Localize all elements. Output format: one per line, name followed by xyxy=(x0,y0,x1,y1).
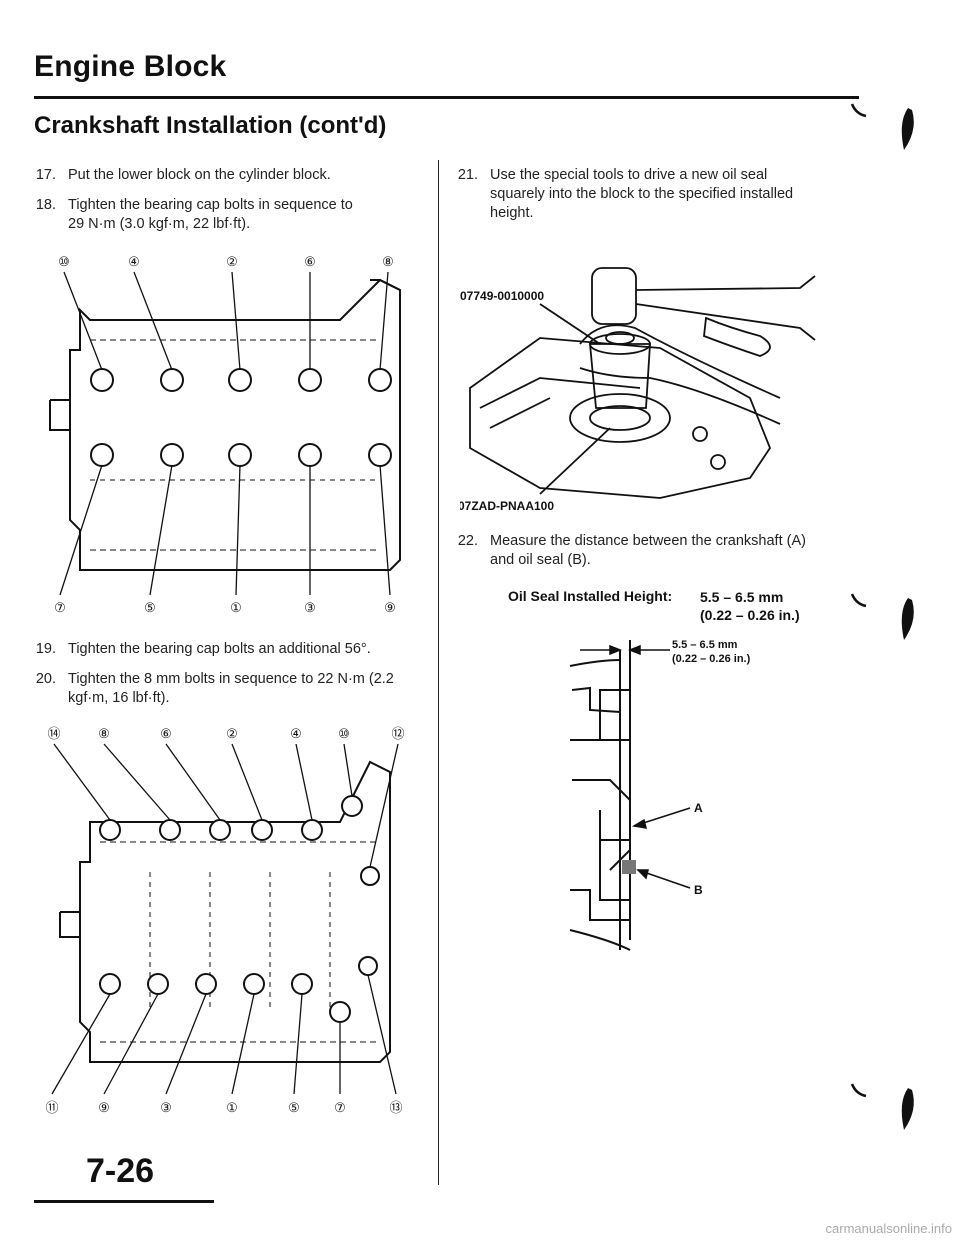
corner-mark-icon xyxy=(850,1083,914,1130)
bolt-number-label: ① xyxy=(230,600,242,615)
bolt-number-label: ① xyxy=(226,1100,238,1115)
page-title: Engine Block xyxy=(34,50,227,83)
bolt-number-label: ⑤ xyxy=(144,600,156,615)
column-divider xyxy=(438,160,439,1185)
bolt-number-label: ⑩ xyxy=(338,726,350,741)
seal-dim-in: (0.22 – 0.26 in.) xyxy=(672,653,751,665)
oil-seal-icon xyxy=(622,860,636,874)
section-subtitle: Crankshaft Installation (cont'd) xyxy=(34,112,387,139)
step-22: 22. Measure the distance between the cra… xyxy=(457,533,806,568)
seal-dim-mm: 5.5 – 6.5 mm xyxy=(672,639,738,651)
bolt-number-label: ④ xyxy=(290,726,302,741)
bolt-number-label: ③ xyxy=(304,600,316,615)
step-19: 19. Tighten the bearing cap bolts an add… xyxy=(35,641,371,657)
bearing-cap-bolt-sequence-diagram: ⑩ ④ ② ⑥ ⑧ ⑦ ⑤ ① ③ ⑨ xyxy=(49,254,401,615)
footer-url: carmanualsonline.info xyxy=(825,1221,952,1236)
tool-label-driver: 07749-0010000 xyxy=(460,289,544,303)
bolt-number-label: ④ xyxy=(128,254,140,269)
bolt-number-label: ⑧ xyxy=(98,726,110,741)
tool-label-attachment: 07ZAD-PNAA100 xyxy=(460,499,554,513)
step-20: 20. Tighten the 8 mm bolts in sequence t… xyxy=(35,671,394,706)
bolt-number-label: ⑪ xyxy=(45,1100,58,1115)
bolt-number-label: ② xyxy=(226,726,238,741)
bolt-number-label: ⑩ xyxy=(58,254,70,269)
oil-seal-height-diagram: 5.5 – 6.5 mm (0.22 – 0.26 in.) A B xyxy=(569,639,751,951)
oil-seal-driver-illustration: 07749-0010000 07ZAD-PNAA100 xyxy=(460,267,816,513)
spec-value-mm: 5.5 – 6.5 mm xyxy=(700,589,784,605)
eight-mm-bolt-sequence-diagram: ⑭ ⑧ ⑥ ② ④ ⑩ ⑫ ⑪ ⑨ ③ ① ⑤ ⑦ ⑬ xyxy=(45,726,404,1115)
bolt-number-label: ⑬ xyxy=(389,1100,402,1115)
bolt-number-label: ⑥ xyxy=(160,726,172,741)
corner-mark-icon xyxy=(850,103,914,150)
step-17: 17. Put the lower block on the cylinder … xyxy=(35,167,331,183)
spec-value-in: (0.22 – 0.26 in.) xyxy=(700,607,800,623)
bolt-number-label: ⑦ xyxy=(54,600,66,615)
bolt-number-label: ③ xyxy=(160,1100,172,1115)
page-number: 7-26 xyxy=(86,1152,155,1190)
bolt-number-label: ⑨ xyxy=(384,600,396,615)
step-18: 18. Tighten the bearing cap bolts in seq… xyxy=(35,197,353,232)
callout-b: B xyxy=(694,883,703,897)
corner-mark-icon xyxy=(850,593,914,640)
bolt-number-label: ⑫ xyxy=(391,726,404,741)
bolt-number-label: ⑭ xyxy=(47,726,60,741)
bolt-number-label: ⑨ xyxy=(98,1100,110,1115)
callout-a: A xyxy=(694,801,703,815)
bolt-number-label: ⑤ xyxy=(288,1100,300,1115)
footer-rule xyxy=(34,1200,214,1203)
bolt-number-label: ⑥ xyxy=(304,254,316,269)
bolt-number-label: ⑦ xyxy=(334,1100,346,1115)
bolt-number-label: ② xyxy=(226,254,238,269)
header-rule xyxy=(34,96,859,99)
step-21: 21. Use the special tools to drive a new… xyxy=(457,167,794,221)
bolt-number-label: ⑧ xyxy=(382,254,394,269)
spec-label: Oil Seal Installed Height: xyxy=(508,588,673,604)
